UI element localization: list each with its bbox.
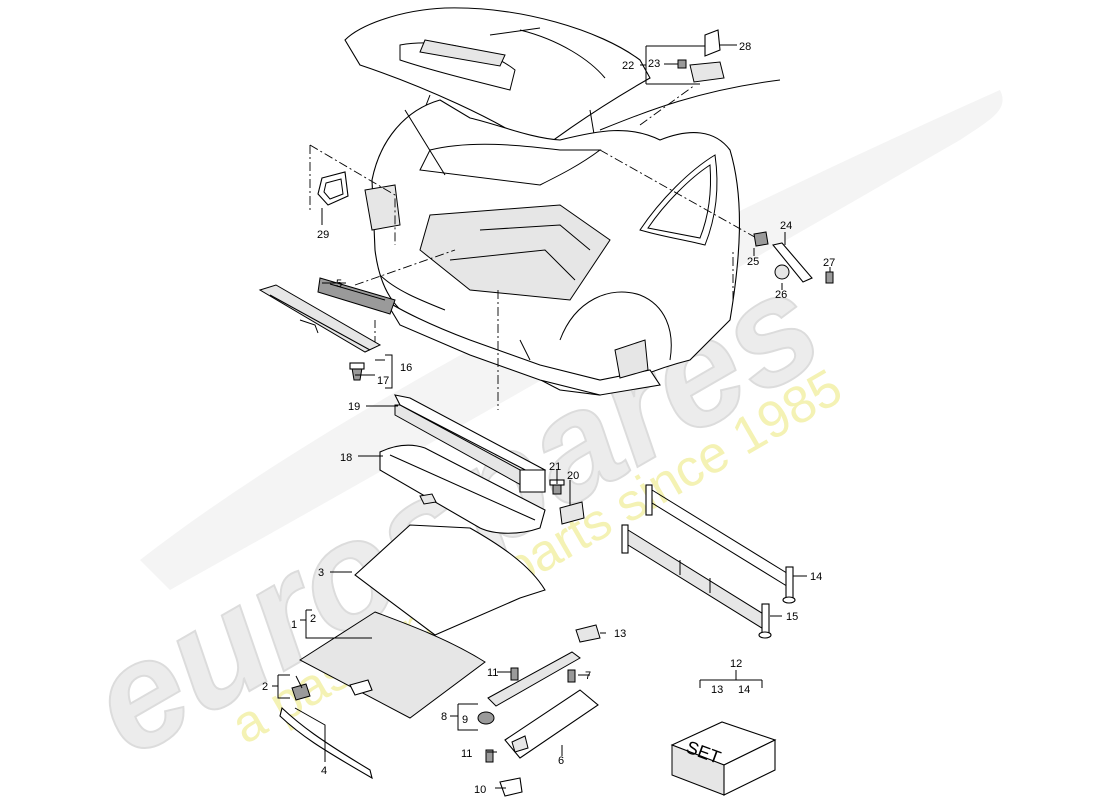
callout-22: 22 [622,60,634,72]
part-25-nut [753,231,769,247]
part-17-clip [349,362,365,381]
callout-12: 12 [730,658,742,670]
part-26-bushing [774,264,790,280]
callout-14a: 14 [810,571,822,583]
callout-26: 26 [775,289,787,301]
part-8-rail [487,651,581,707]
callout-21: 21 [549,461,561,473]
callout-4: 4 [321,765,327,777]
leader-lines [309,84,761,410]
part-29-grommet [317,171,349,206]
part-28-bracket [689,29,725,83]
part-18-cover [379,444,546,534]
callout-11b: 11 [461,748,472,760]
part-20-holder [559,501,585,525]
callout-28: 28 [739,41,751,53]
part-6-trim [504,689,599,759]
part-27-screw [825,271,834,284]
callout-10: 10 [474,784,486,796]
part-19-rail [394,394,547,493]
part-10-bracket [499,777,523,797]
callout-2a: 2 [310,613,316,625]
part-9-slider [477,711,495,725]
callout-5: 5 [336,278,342,290]
callout-27: 27 [823,257,835,269]
callout-13a: 13 [614,628,626,640]
vehicle-rear-body [344,7,781,396]
part-15-net [621,524,772,639]
callout-18: 18 [340,452,352,464]
callout-7: 7 [585,670,591,682]
part-13-cap [575,624,601,643]
callout-3: 3 [318,567,324,579]
callout-19: 19 [348,401,360,413]
part-23-bolt [677,59,687,69]
callout-9: 9 [462,714,468,726]
part-4-strap [279,706,373,780]
callout-6: 6 [558,755,564,767]
callout-2b: 2 [262,681,268,693]
callout-14b: 14 [738,684,750,696]
callout-17: 17 [377,375,389,387]
callout-25: 25 [747,256,759,268]
callout-16: 16 [400,362,412,374]
part-3-floor-mat [354,524,546,636]
callout-15: 15 [786,611,798,623]
callout-numbers: 29 5 17 16 19 18 21 20 3 14 15 1 2 13 2 … [262,41,835,796]
callout-20: 20 [567,470,579,482]
callout-11a: 11 [487,667,498,679]
part-2-latch [291,675,311,701]
part-14-net [645,484,796,604]
part-5-bracket [317,277,396,315]
callout-24: 24 [780,220,792,232]
part-16-sill-panel [258,284,382,353]
part-11-screw [485,667,519,763]
callout-8: 8 [441,711,447,723]
callout-29: 29 [317,229,329,241]
part-7-screw [567,669,576,683]
callout-1: 1 [291,619,297,631]
callout-lines [272,44,831,789]
callout-13b: 13 [711,684,723,696]
callout-23: 23 [648,58,660,70]
part-24-striker [772,242,813,283]
part-12-set-box: SET [670,721,777,796]
